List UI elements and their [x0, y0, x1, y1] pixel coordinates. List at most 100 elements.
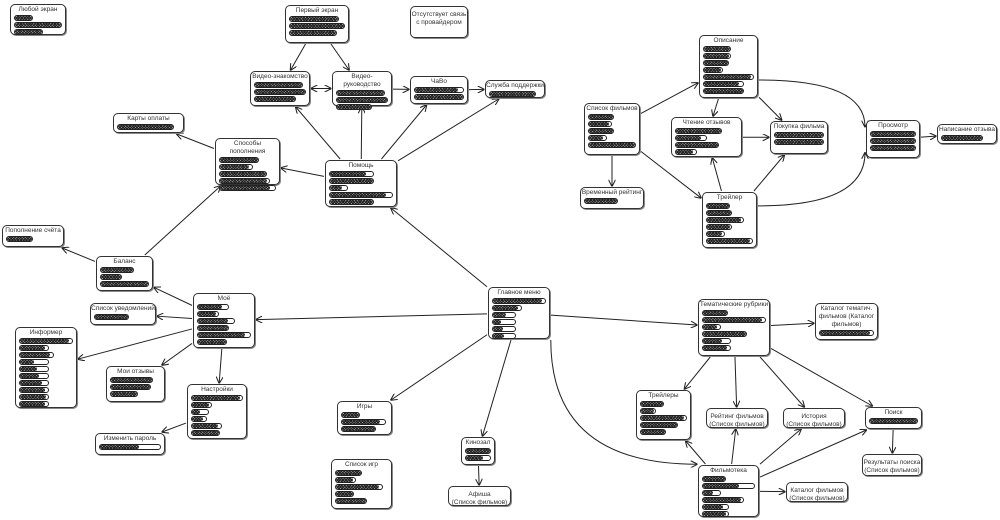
menu-item-bar[interactable] — [335, 477, 357, 483]
menu-item-bar[interactable] — [492, 298, 546, 304]
menu-item-bar[interactable] — [191, 430, 220, 436]
menu-item-bar[interactable] — [19, 401, 49, 407]
node-pokupka[interactable]: Покупка фильма — [770, 121, 828, 154]
node-otsutstvuet[interactable]: Отсутствует связь с провайдером — [410, 6, 468, 38]
node-treyler[interactable]: Трейлер — [702, 192, 757, 248]
node-perviy[interactable]: Первый экран — [285, 5, 349, 43]
menu-item-bar[interactable] — [675, 128, 723, 134]
menu-item-bar[interactable] — [289, 30, 337, 36]
menu-item-bar[interactable] — [219, 178, 271, 184]
node-moe[interactable]: Моё — [193, 293, 255, 348]
menu-item-bar[interactable] — [465, 448, 491, 454]
node-vremenny[interactable]: Временный рейтинг — [580, 187, 644, 209]
node-videoruk[interactable]: Видео-руководство — [332, 71, 392, 110]
menu-item-bar[interactable] — [14, 29, 43, 35]
node-napisanie[interactable]: Написание отзыва — [937, 124, 997, 144]
menu-item-bar[interactable] — [254, 96, 296, 102]
menu-item-bar[interactable] — [588, 128, 615, 134]
menu-item-bar[interactable] — [197, 304, 230, 310]
menu-item-bar[interactable] — [588, 142, 636, 148]
menu-item-bar[interactable] — [702, 317, 766, 323]
menu-item-bar[interactable] — [329, 178, 374, 184]
menu-item-bar[interactable] — [640, 415, 687, 421]
menu-item-bar[interactable] — [19, 338, 73, 344]
menu-item-bar[interactable] — [19, 373, 49, 379]
menu-item-bar[interactable] — [774, 139, 824, 145]
node-tematich[interactable]: Тематические рубрики — [698, 299, 770, 356]
menu-item-bar[interactable] — [414, 87, 464, 93]
node-spisok_filmov[interactable]: Список фильмов — [584, 103, 640, 155]
menu-item-bar[interactable] — [197, 332, 251, 338]
menu-item-bar[interactable] — [703, 53, 732, 59]
menu-item-bar[interactable] — [94, 314, 129, 320]
menu-item-bar[interactable] — [19, 394, 49, 400]
menu-item-bar[interactable] — [465, 455, 491, 461]
node-spisok_igr[interactable]: Список игр — [331, 459, 392, 509]
node-lyuboy[interactable]: Любой экран — [10, 4, 66, 35]
menu-item-bar[interactable] — [336, 97, 388, 103]
node-glavnoe[interactable]: Главное меню — [488, 287, 550, 339]
menu-item-bar[interactable] — [335, 491, 354, 497]
menu-item-bar[interactable] — [492, 326, 517, 332]
menu-item-bar[interactable] — [941, 135, 983, 141]
node-moi_otzyvy[interactable]: Мои отзывы — [106, 366, 165, 402]
menu-item-bar[interactable] — [675, 149, 698, 155]
menu-item-bar[interactable] — [219, 157, 259, 163]
menu-item-bar[interactable] — [702, 504, 729, 510]
menu-item-bar[interactable] — [336, 104, 373, 110]
node-katalog_filmov[interactable]: Каталог фильмов (Список фильмов) — [786, 482, 848, 502]
menu-item-bar[interactable] — [702, 310, 728, 316]
node-informer[interactable]: Информер — [15, 327, 77, 408]
menu-item-bar[interactable] — [329, 199, 374, 205]
menu-item-bar[interactable] — [702, 338, 731, 344]
menu-item-bar[interactable] — [703, 81, 744, 87]
menu-item-bar[interactable] — [335, 484, 383, 490]
node-opisanie[interactable]: Описание — [699, 35, 758, 98]
menu-item-bar[interactable] — [588, 121, 612, 127]
menu-item-bar[interactable] — [706, 217, 744, 223]
menu-item-bar[interactable] — [703, 74, 754, 80]
menu-item-bar[interactable] — [19, 387, 49, 393]
menu-item-bar[interactable] — [335, 470, 362, 476]
menu-item-bar[interactable] — [6, 236, 33, 242]
node-sposoby[interactable]: Способы пополнения — [215, 138, 280, 191]
menu-item-bar[interactable] — [100, 274, 123, 280]
menu-item-bar[interactable] — [191, 395, 243, 401]
menu-item-bar[interactable] — [706, 231, 725, 237]
menu-item-bar[interactable] — [492, 319, 517, 325]
menu-item-bar[interactable] — [191, 409, 210, 415]
menu-item-bar[interactable] — [492, 312, 517, 318]
menu-item-bar[interactable] — [289, 23, 345, 29]
menu-item-bar[interactable] — [706, 224, 732, 230]
menu-item-bar[interactable] — [197, 325, 230, 331]
node-afisha[interactable]: Афиша (Список фильмов) — [448, 486, 511, 506]
menu-item-bar[interactable] — [329, 185, 349, 191]
node-balans[interactable]: Баланс — [96, 256, 153, 291]
menu-item-bar[interactable] — [640, 401, 664, 407]
menu-item-bar[interactable] — [329, 171, 374, 177]
menu-item-bar[interactable] — [702, 511, 729, 517]
menu-item-bar[interactable] — [869, 418, 918, 424]
menu-item-bar[interactable] — [100, 281, 149, 287]
menu-item-bar[interactable] — [219, 185, 276, 191]
node-nastroyki[interactable]: Настройки — [187, 384, 247, 439]
menu-item-bar[interactable] — [702, 476, 726, 482]
menu-item-bar[interactable] — [640, 422, 678, 428]
node-chavo[interactable]: ЧаВо — [410, 76, 468, 104]
node-reyting[interactable]: Рейтинг фильмов (Список фильмов) — [706, 408, 768, 428]
node-filmoteka[interactable]: Фильмотека — [698, 465, 759, 517]
menu-item-bar[interactable] — [492, 333, 517, 339]
menu-item-bar[interactable] — [702, 490, 721, 496]
menu-item-bar[interactable] — [675, 142, 720, 148]
menu-item-bar[interactable] — [219, 171, 268, 177]
menu-item-bar[interactable] — [117, 124, 174, 130]
menu-item-bar[interactable] — [191, 402, 212, 408]
menu-item-bar[interactable] — [19, 366, 49, 372]
node-karty[interactable]: Карты оплаты — [113, 113, 184, 133]
menu-item-bar[interactable] — [703, 46, 732, 52]
menu-item-bar[interactable] — [197, 318, 235, 324]
menu-item-bar[interactable] — [254, 89, 306, 95]
menu-item-bar[interactable] — [14, 22, 62, 28]
menu-item-bar[interactable] — [197, 339, 227, 345]
menu-item-bar[interactable] — [774, 132, 824, 138]
